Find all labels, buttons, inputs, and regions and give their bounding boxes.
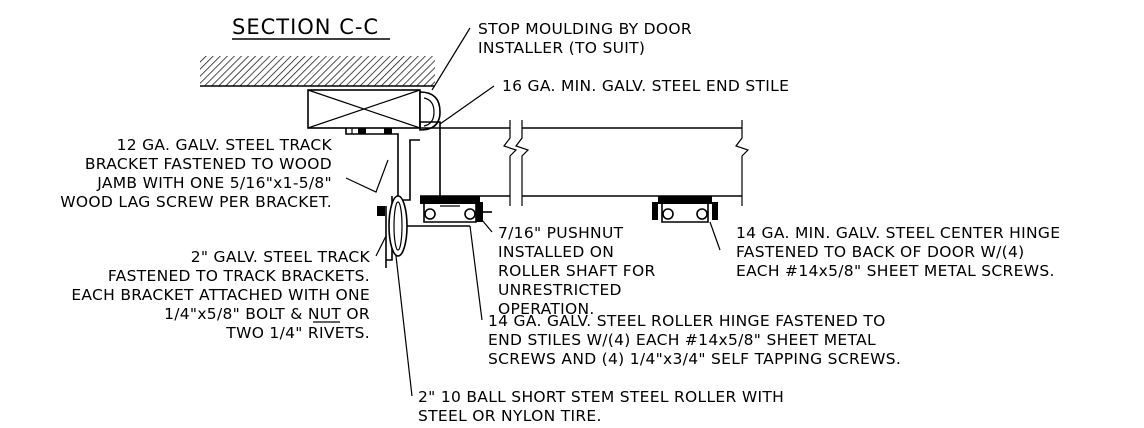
svg-text:INSTALLER (TO SUIT): INSTALLER (TO SUIT) — [478, 39, 645, 57]
roller-hinge — [420, 196, 492, 223]
svg-text:STOP MOULDING BY DOOR: STOP MOULDING BY DOOR — [478, 20, 692, 38]
roller — [388, 195, 470, 257]
note-track-bracket: 12 GA. GALV. STEEL TRACK BRACKET FASTENE… — [60, 136, 332, 211]
svg-text:1/4"x5/8" BOLT & NUT OR: 1/4"x5/8" BOLT & NUT OR — [164, 305, 370, 323]
stop-moulding — [419, 91, 441, 131]
svg-text:2" GALV. STEEL TRACK: 2" GALV. STEEL TRACK — [191, 248, 371, 266]
svg-text:FASTENED TO TRACK BRACKETS.: FASTENED TO TRACK BRACKETS. — [108, 267, 370, 285]
leader-lines — [345, 27, 721, 397]
svg-text:UNRESTRICTED: UNRESTRICTED — [498, 281, 622, 299]
svg-text:12 GA. GALV. STEEL TRACK: 12 GA. GALV. STEEL TRACK — [117, 136, 333, 154]
note-track: 2" GALV. STEEL TRACK FASTENED TO TRACK B… — [71, 248, 370, 342]
svg-text:14 GA. MIN. GALV. STEEL CENTER: 14 GA. MIN. GALV. STEEL CENTER HINGE — [736, 224, 1060, 242]
svg-text:TWO 1/4" RIVETS.: TWO 1/4" RIVETS. — [225, 324, 370, 342]
track-bracket — [345, 128, 420, 201]
svg-text:EACH BRACKET ATTACHED WITH ONE: EACH BRACKET ATTACHED WITH ONE — [71, 286, 370, 304]
wall-hatch — [200, 56, 435, 87]
note-roller: 2" 10 BALL SHORT STEM STEEL ROLLER WITH … — [418, 388, 784, 425]
note-roller-hinge: 14 GA. GALV. STEEL ROLLER HINGE FASTENED… — [488, 312, 901, 368]
svg-text:ROLLER SHAFT FOR: ROLLER SHAFT FOR — [498, 262, 656, 280]
svg-text:2" 10 BALL SHORT STEM STEEL RO: 2" 10 BALL SHORT STEM STEEL ROLLER WITH — [418, 388, 784, 406]
svg-text:OPERATION.: OPERATION. — [498, 300, 595, 318]
note-center-hinge: 14 GA. MIN. GALV. STEEL CENTER HINGE FAS… — [736, 224, 1060, 280]
note-end-stile: 16 GA. MIN. GALV. STEEL END STILE — [502, 77, 789, 95]
note-pushnut: 7/16" PUSHNUT INSTALLED ON ROLLER SHAFT … — [498, 224, 656, 318]
note-stop-moulding: STOP MOULDING BY DOOR INSTALLER (TO SUIT… — [478, 20, 692, 57]
svg-text:STEEL OR NYLON TIRE.: STEEL OR NYLON TIRE. — [418, 407, 602, 425]
svg-text:FASTENED TO BACK OF DOOR W/(4): FASTENED TO BACK OF DOOR W/(4) — [736, 243, 1025, 261]
door-panel — [419, 120, 750, 206]
svg-text:JAMB WITH ONE 5/16"x1-5/8": JAMB WITH ONE 5/16"x1-5/8" — [96, 174, 332, 192]
svg-text:BRACKET FASTENED TO WOOD: BRACKET FASTENED TO WOOD — [85, 155, 332, 173]
svg-text:14 GA. GALV. STEEL ROLLER HING: 14 GA. GALV. STEEL ROLLER HINGE FASTENED… — [488, 312, 886, 330]
svg-text:16 GA. MIN. GALV. STEEL END ST: 16 GA. MIN. GALV. STEEL END STILE — [502, 77, 789, 95]
svg-text:WOOD LAG SCREW PER BRACKET.: WOOD LAG SCREW PER BRACKET. — [60, 193, 332, 211]
svg-text:INSTALLED ON: INSTALLED ON — [498, 243, 614, 261]
svg-text:7/16" PUSHNUT: 7/16" PUSHNUT — [498, 224, 624, 242]
center-hinge — [652, 196, 718, 223]
wood-jamb — [307, 89, 421, 129]
svg-text:SCREWS AND (4) 1/4"x3/4" SELF: SCREWS AND (4) 1/4"x3/4" SELF TAPPING SC… — [488, 350, 901, 368]
section-title: SECTION C-C — [232, 15, 379, 39]
svg-text:END STILES W/(4) EACH #14x5/8": END STILES W/(4) EACH #14x5/8" SHEET MET… — [488, 331, 876, 349]
svg-text:EACH #14x5/8" SHEET METAL SCRE: EACH #14x5/8" SHEET METAL SCREWS. — [736, 262, 1055, 280]
